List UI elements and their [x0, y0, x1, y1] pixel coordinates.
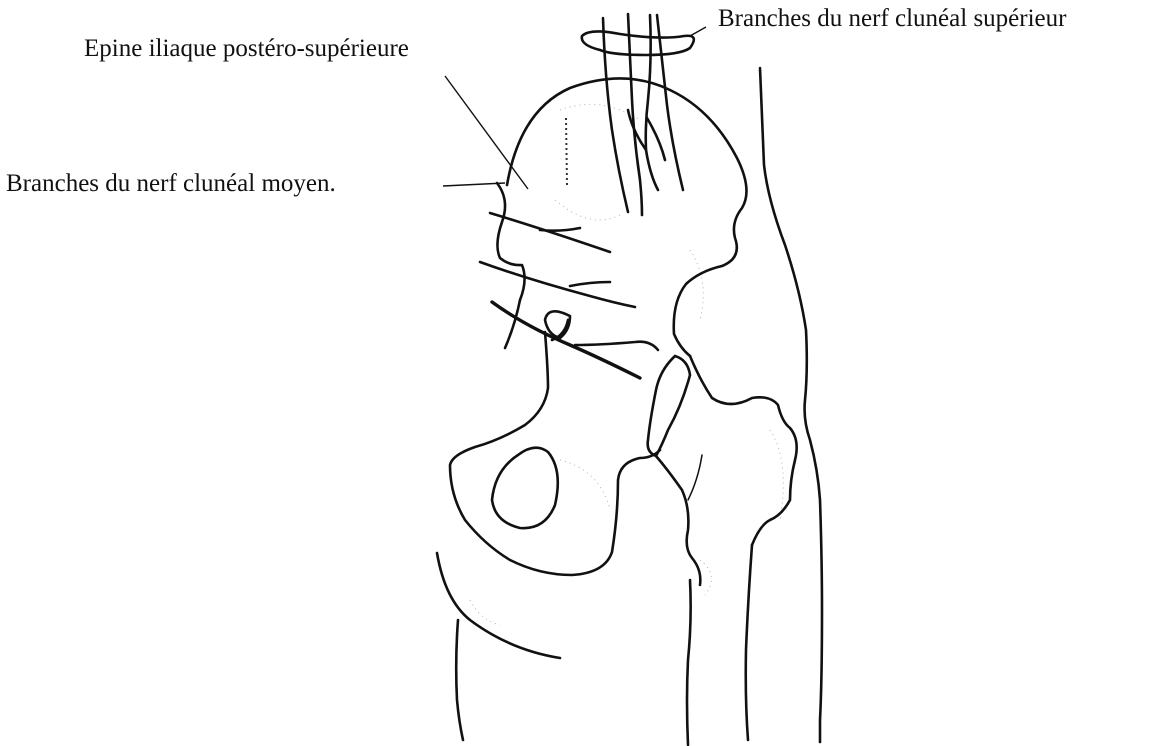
leader-psis	[445, 76, 528, 189]
intertrochanteric-line	[688, 455, 702, 500]
middle-cluneal-nerves	[480, 183, 658, 378]
femoral-shaft-medial	[687, 580, 691, 745]
label-posterior-superior-iliac-spine: Epine iliaque postéro-supérieure	[84, 34, 409, 64]
femoral-shaft-lateral	[746, 545, 752, 740]
psis-marking	[566, 118, 567, 185]
ischium-outline	[450, 332, 660, 575]
label-superior-cluneal-nerve: Branches du nerf clunéal supérieur	[718, 4, 1066, 34]
obturator-foramen	[492, 448, 558, 528]
leader-superior	[690, 27, 706, 36]
body-contour-lateral	[760, 68, 822, 742]
greater-trochanter	[656, 456, 700, 585]
superior-cluneal-loop	[582, 31, 694, 55]
bone-shading	[470, 104, 783, 625]
thigh-contour-medial	[456, 620, 463, 740]
ilium-outline	[507, 78, 746, 356]
femoral-head	[648, 356, 690, 456]
leader-middle	[443, 183, 505, 186]
femoral-neck	[690, 356, 797, 545]
label-middle-cluneal-nerve: Branches du nerf clunéal moyen.	[6, 169, 336, 199]
superior-cluneal-nerves	[582, 14, 694, 215]
